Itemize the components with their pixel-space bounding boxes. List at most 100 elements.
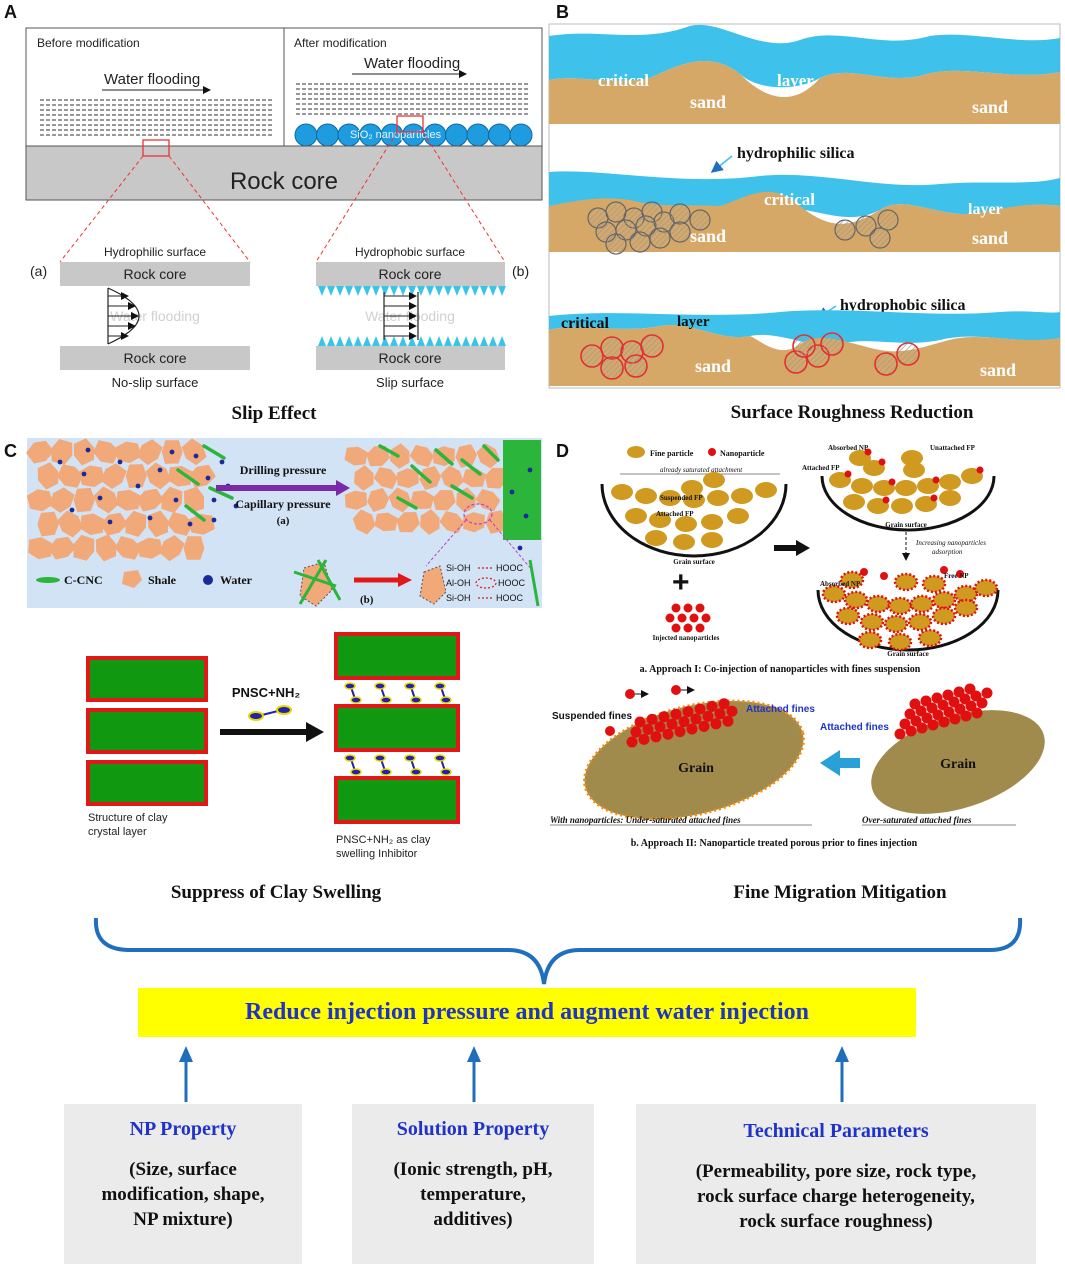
silica-sphere (605, 233, 627, 255)
increasing-label: adsorption (932, 548, 963, 556)
b2-critical: critical (764, 190, 815, 209)
fine-particle (883, 614, 909, 634)
zoom-line (489, 519, 533, 571)
cnc-rod (176, 468, 200, 486)
zoom-line (168, 155, 251, 263)
nanoparticle (888, 478, 896, 486)
fine-particle (707, 490, 729, 506)
shale-particle (125, 510, 147, 537)
fine-particle (835, 606, 861, 626)
absorbed-np-label: Absorbed NP (820, 580, 861, 588)
fine-particle (659, 490, 681, 506)
inhibitor-molecule (276, 705, 292, 715)
silica-sphere (624, 354, 648, 378)
suspended-fines-label: Suspended fines (552, 711, 632, 722)
water-molecule (117, 459, 123, 465)
shale-particle (136, 488, 164, 512)
water-molecule (193, 453, 199, 459)
silica-sphere (689, 209, 711, 231)
hydrophobic-spike (381, 286, 389, 296)
fine-particle (675, 516, 697, 532)
water-molecule (69, 507, 75, 513)
silica-sphere (605, 201, 627, 223)
b3-sand: sand (980, 360, 1016, 380)
cnc-rod (396, 496, 418, 510)
injected-label: Injected nanoparticles (653, 634, 720, 642)
free-np-label: Free NP (944, 572, 969, 580)
over-saturated-label: Over-saturated attached fines (862, 815, 972, 825)
factor-box-technical: Technical Parameters (Permeability, pore… (636, 1104, 1036, 1264)
bond-al-oh: Al-OH (446, 578, 471, 588)
cnc-legend-icon (36, 577, 60, 583)
attached-fines-label: Attached fines (746, 704, 815, 715)
nanoparticle (677, 613, 687, 623)
fine-particle (893, 572, 919, 592)
nanoparticle (695, 603, 705, 613)
b1-sand: sand (972, 97, 1008, 117)
nanoparticle (466, 123, 490, 147)
panel-a-title: Slip Effect (232, 403, 318, 424)
attached-fine (718, 698, 730, 710)
hydrophobic-spike (498, 336, 506, 346)
fine-particle (931, 590, 957, 610)
legend-fine: Fine particle (650, 449, 694, 458)
factor-line: (Permeability, pore size, rock type, (695, 1161, 977, 1182)
hydrophobic-spike (417, 336, 425, 346)
nanoparticle (683, 603, 693, 613)
zoom-a-bottom-label: Rock core (123, 350, 186, 366)
zoom-line (425, 519, 467, 567)
panel-a: A Before modification After modification… (4, 2, 543, 424)
nanoparticle (860, 568, 868, 576)
shale-particle (80, 513, 105, 535)
rock-core-band (25, 145, 543, 201)
fine-particle (839, 570, 865, 590)
nanoparticle (445, 123, 468, 147)
inhibitor-label: swelling Inhibitor (336, 848, 418, 860)
shale-particle (352, 509, 376, 535)
panel-b-letter: B (556, 2, 569, 22)
attached-fp-label: Attached FP (802, 464, 840, 472)
b2-sand: sand (972, 228, 1008, 248)
attached-fine (686, 723, 698, 735)
np-cluster-under-saturated (626, 698, 738, 748)
water-molecule (205, 475, 211, 481)
panel-d: D Fine particle Nanoparticle already sat… (550, 441, 1045, 903)
fine-particle (645, 530, 667, 546)
attached-fine (942, 689, 954, 701)
approach-1-caption: a. Approach I: Co-injection of nanoparti… (640, 664, 921, 675)
zoom-b-caption: Slip surface (376, 375, 444, 390)
hydrophilic-silica-spheres (587, 201, 899, 255)
zoom-a-channel (60, 286, 250, 346)
water-molecule (523, 513, 529, 519)
attached-fine (981, 687, 993, 699)
cnc-barrier (503, 440, 541, 540)
water-molecule (233, 503, 239, 509)
shale-particle (37, 511, 60, 537)
cnc-rod (460, 458, 482, 476)
zoom-b-surface: Hydrophobic surface (355, 245, 465, 259)
fine-particle (859, 612, 885, 632)
clay-layer (86, 656, 208, 702)
silica-sphere (877, 209, 899, 231)
b3-critical: critical (561, 315, 610, 332)
bowl-saturated (821, 566, 999, 652)
inhibitor-molecule (434, 682, 446, 690)
hydrophobic-spike (318, 286, 326, 296)
silica-sphere (834, 219, 856, 241)
b1-sand: sand (690, 92, 726, 112)
fine-particle (895, 480, 917, 496)
nanoparticle (683, 623, 693, 633)
clay-layer (334, 776, 460, 824)
water-layer (549, 310, 1060, 346)
hydrophobic-spike (399, 286, 407, 296)
fine-particle (843, 494, 865, 510)
unattached-fp-label: Unattached FP (930, 444, 976, 452)
rock-core-label: Rock core (230, 168, 338, 195)
panel-d-title: Fine Migration Mitigation (733, 882, 947, 903)
attached-fine (698, 720, 710, 732)
factor-line: rock surface charge heterogeneity, (697, 1186, 975, 1207)
hydrophobic-spike (489, 286, 497, 296)
nanoparticle-legend-icon (708, 448, 716, 456)
nanoparticle (844, 470, 852, 478)
